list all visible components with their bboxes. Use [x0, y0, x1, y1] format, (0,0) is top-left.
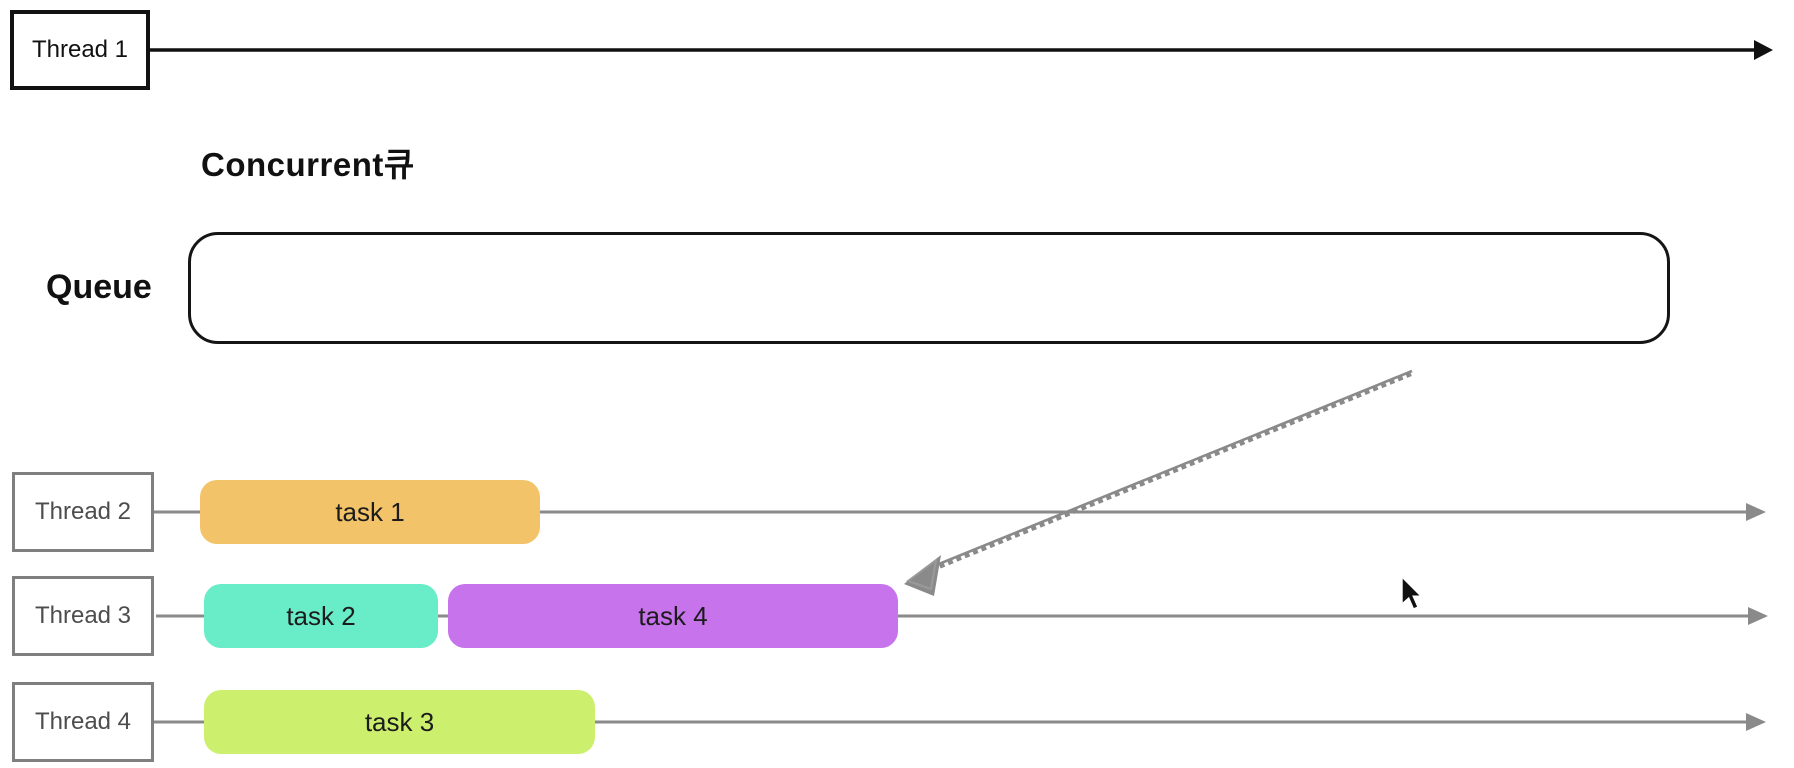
task3-label: task 3 [364, 706, 435, 737]
task2-label: task 2 [286, 600, 356, 631]
task4-pill[interactable]: task 4 [448, 584, 898, 648]
annotation-arrow[interactable] [904, 369, 1413, 596]
task2-pill[interactable]: task 2 [204, 584, 438, 648]
thread4-label: Thread 4 [34, 708, 132, 735]
mouse-cursor-icon [1401, 575, 1423, 610]
task3-pill[interactable]: task 3 [204, 690, 595, 754]
diagram-title: Concurrent큐 [201, 146, 415, 183]
thread2-label: Thread 2 [34, 498, 132, 525]
thread3-label: Thread 3 [34, 602, 132, 629]
task1-label: task 1 [335, 496, 405, 527]
thread2-box[interactable]: Thread 2 [12, 472, 154, 552]
thread1-timeline-arrow[interactable] [150, 40, 1773, 60]
thread3-box[interactable]: Thread 3 [12, 576, 154, 656]
thread1-label: Thread 1 [31, 36, 129, 63]
queue-label: Queue [46, 268, 152, 306]
queue-container-box[interactable] [188, 232, 1670, 344]
task4-label: task 4 [638, 600, 708, 631]
thread4-box[interactable]: Thread 4 [12, 682, 154, 762]
task1-pill[interactable]: task 1 [200, 480, 540, 544]
thread1-box[interactable]: Thread 1 [10, 10, 150, 90]
